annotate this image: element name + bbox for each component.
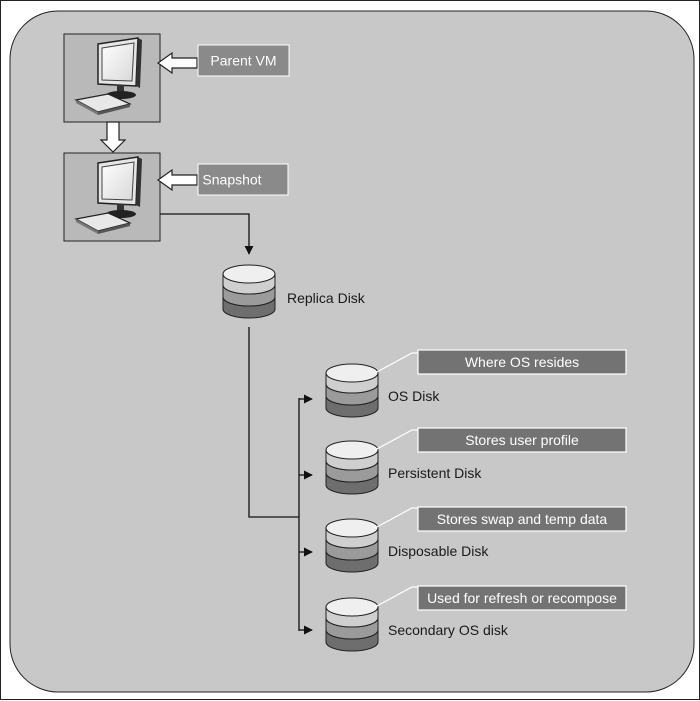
disposable-disk-info-box <box>417 506 627 532</box>
secondary-os-disk-info-box <box>417 585 627 611</box>
os-disk-info-text: Where OS resides <box>465 354 579 370</box>
secondary-os-disk-info-text: Used for refresh or recompose <box>427 590 617 606</box>
persistent-disk-icon <box>325 440 379 495</box>
persistent-disk-info-box <box>417 427 627 453</box>
disposable-disk-icon <box>325 518 379 573</box>
snapshot-computer-icon <box>63 152 161 242</box>
replica-disk-icon <box>222 264 276 319</box>
snapshot-pointer-arrow <box>156 168 198 192</box>
os-disk-info-pointer <box>374 352 418 374</box>
disposable-disk-info-pointer <box>374 507 418 529</box>
os-disk-label: OS Disk <box>388 388 440 404</box>
secondary-os-disk-info-pointer <box>374 586 418 608</box>
os-disk-icon <box>325 363 379 418</box>
persistent-disk-info-text: Stores user profile <box>465 432 579 448</box>
snapshot-callout <box>197 163 289 196</box>
disposable-disk-label: Disposable Disk <box>388 543 489 559</box>
persistent-disk-info-pointer <box>374 429 418 451</box>
parent-vm-computer-icon <box>63 33 161 123</box>
parent-vm-label: Parent VM <box>210 53 276 69</box>
secondary-os-disk-label: Secondary OS disk <box>388 622 509 638</box>
persistent-disk-label: Persistent Disk <box>388 465 482 481</box>
parent-to-snapshot-arrow <box>99 121 127 153</box>
snapshot-to-replica-connector <box>160 213 254 255</box>
secondary-os-disk-icon <box>325 597 379 652</box>
replica-to-bus-connector <box>248 327 299 518</box>
parent-vm-callout <box>197 44 290 77</box>
snapshot-label: Snapshot <box>202 172 261 188</box>
os-disk-info-box <box>417 349 627 375</box>
parent-vm-pointer-arrow <box>156 51 198 75</box>
disposable-disk-info-text: Stores swap and temp data <box>437 511 608 527</box>
replica-disk-label: Replica Disk <box>287 290 366 306</box>
